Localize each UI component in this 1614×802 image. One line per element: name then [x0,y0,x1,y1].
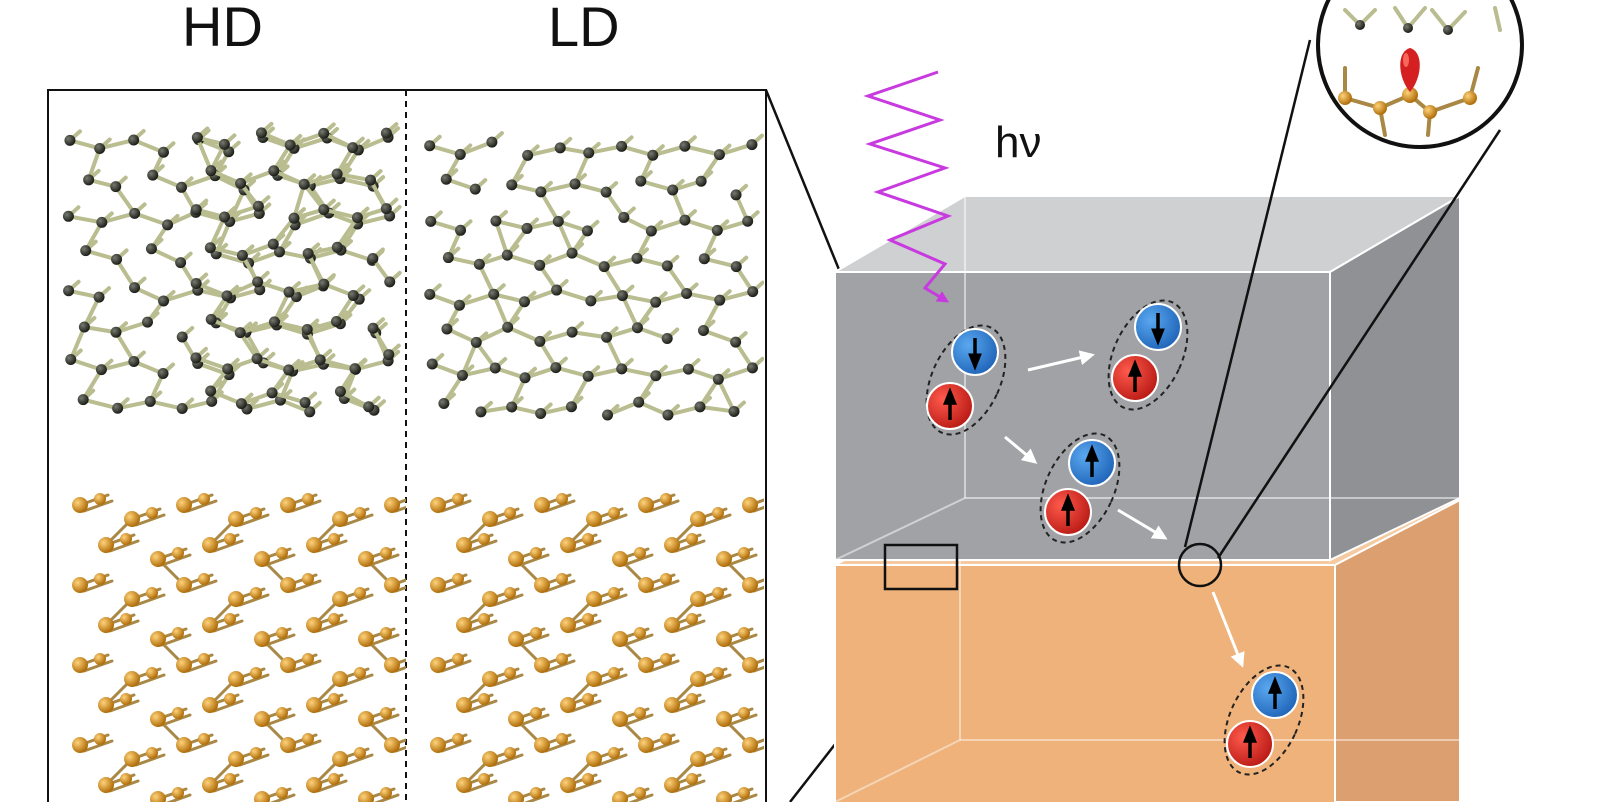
structure-panel-frame [47,89,767,802]
exciton [925,324,1007,436]
hole-particle [1068,439,1116,487]
exciton-migration-arrows [1004,350,1245,668]
electron-particle [926,382,974,430]
interface-zoom-box [883,543,959,591]
hole-particle [951,328,999,376]
label-ld: LD [548,0,620,58]
photon-wave [863,70,953,303]
electron-particle [1226,720,1274,768]
ld-carbon-lattice [424,131,764,421]
interface-defect-circle [1177,542,1223,588]
exciton [1039,432,1121,544]
hd-carbon-lattice [62,121,402,418]
hd-silicon-lattice [72,493,406,802]
hole-particle [1134,303,1182,351]
label-hd: HD [182,0,263,58]
inset-line-left [1183,39,1312,548]
electron-particle [1044,488,1092,536]
ld-silicon-lattice [430,493,764,802]
electron-particle [1111,354,1159,402]
defect-orbital-inset [1316,0,1524,149]
label-photon-energy: hν [995,118,1042,167]
hole-particle [1251,671,1299,719]
exciton [1107,299,1189,411]
inset-line-right [1216,129,1502,559]
exciton-group [925,299,1305,776]
exciton [1223,664,1305,776]
